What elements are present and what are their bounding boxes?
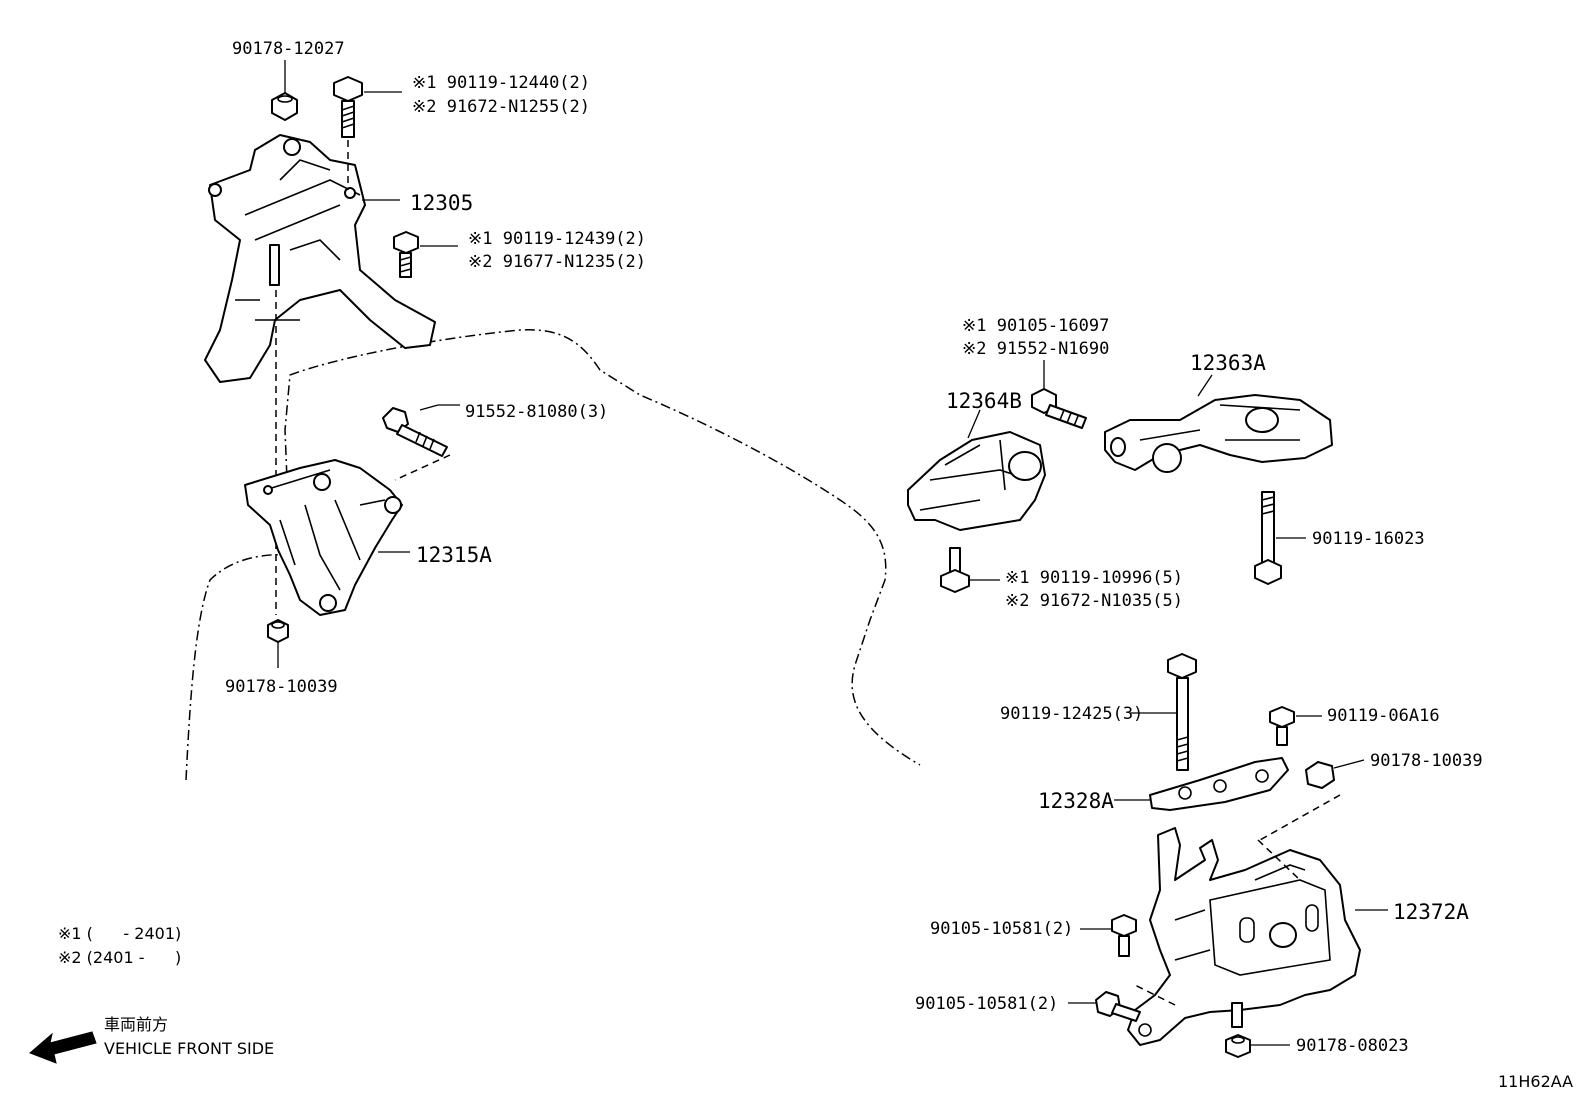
part-number-label: 12305 <box>410 191 473 215</box>
nut-icon <box>271 92 298 121</box>
front-arrow-icon <box>29 1031 97 1064</box>
bolt-icon <box>333 76 363 138</box>
part-number-label: ※1 90119-10996(5) <box>1005 568 1183 588</box>
part-number-label: ※1 90105-16097 <box>962 316 1109 336</box>
part-number-label: 12372A <box>1393 900 1469 924</box>
part-number-label: 90178-12027 <box>232 39 345 59</box>
bolt-icon <box>940 547 970 593</box>
nut-icon <box>1225 1034 1251 1058</box>
nut-icon <box>267 619 289 643</box>
part-number-label: 90105-10581(2) <box>915 994 1058 1014</box>
bolt-icon <box>1254 491 1282 585</box>
diagram-code: 11H62AA <box>1498 1072 1573 1091</box>
part-number-label: 90119-06A16 <box>1327 706 1440 726</box>
mount-12372A <box>1127 827 1361 1046</box>
front-label-en: VEHICLE FRONT SIDE <box>104 1039 274 1058</box>
part-number-label: ※2 91552-N1690 <box>962 339 1109 359</box>
part-number-label: ※1 90119-12440(2) <box>412 73 590 93</box>
part-number-label: 90178-08023 <box>1296 1036 1409 1056</box>
part-number-label: 90119-16023 <box>1312 529 1425 549</box>
bolt-icon <box>1095 991 1141 1022</box>
part-number-label: 12364B <box>946 389 1022 413</box>
part-number-label: 90178-10039 <box>225 677 338 697</box>
mount-12305 <box>204 134 436 383</box>
engine-outline <box>185 329 921 781</box>
mount-12364B <box>907 431 1046 531</box>
bolt-icon <box>1111 914 1137 957</box>
bolt-icon <box>1269 706 1295 746</box>
part-number-label: ※2 91672-N1035(5) <box>1005 591 1183 611</box>
legend-note-2: ※2 (2401 - ) <box>58 948 181 967</box>
bracket-12328A <box>1149 757 1289 811</box>
part-number-label: 12315A <box>416 543 492 567</box>
torque-rod-12363A <box>1104 394 1333 473</box>
part-number-label: 90105-10581(2) <box>930 919 1073 939</box>
part-number-label: ※2 91677-N1235(2) <box>468 252 646 272</box>
bolt-icon <box>1031 388 1087 429</box>
part-number-label: 90119-12425(3) <box>1000 704 1143 724</box>
bolt-icon <box>382 407 448 457</box>
part-number-label: 90178-10039 <box>1370 751 1483 771</box>
part-number-label: 12363A <box>1190 351 1266 375</box>
legend-note-1: ※1 ( - 2401) <box>58 924 181 943</box>
bolt-icon <box>1167 653 1197 771</box>
part-number-label: 91552-81080(3) <box>465 402 608 422</box>
front-label-jp: 車両前方 <box>104 1015 168 1034</box>
part-number-label: ※2 91672-N1255(2) <box>412 97 590 117</box>
part-number-label: ※1 90119-12439(2) <box>468 229 646 249</box>
nut-icon <box>1305 761 1335 789</box>
bracket-12315A <box>244 459 403 616</box>
part-number-label: 12328A <box>1038 789 1114 813</box>
bolt-icon <box>393 231 419 278</box>
